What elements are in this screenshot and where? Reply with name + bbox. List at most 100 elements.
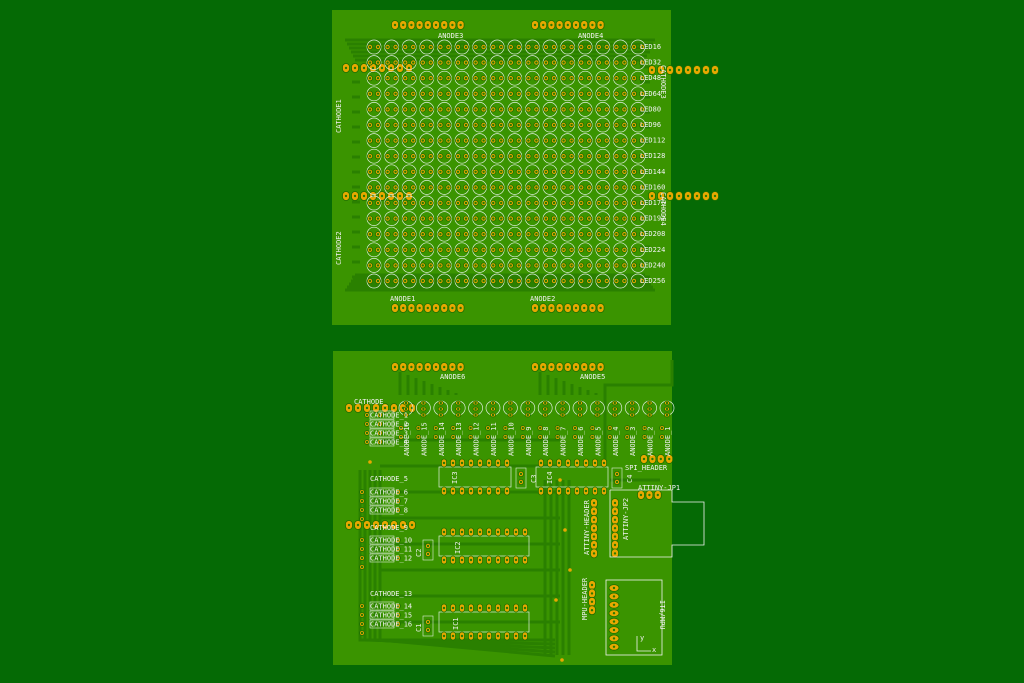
drill-hole [456,217,460,220]
drill-hole [469,435,472,439]
drill-hole [552,77,556,80]
drill-hole [429,217,432,220]
drill-hole [429,108,432,111]
drill-hole [615,248,618,251]
drill-hole [605,264,608,267]
drill-hole [580,201,583,205]
drill-hole [570,248,573,251]
drill-hole [464,233,468,236]
drill-hole [394,201,397,205]
drill-hole [386,264,389,267]
drill-hole [500,279,503,283]
drill-hole [632,108,636,111]
drill-hole [588,170,591,173]
drill-hole [386,170,389,173]
drill-hole [570,233,573,236]
drill-hole [544,155,548,158]
drill-hole [552,155,556,158]
drill-hole [360,631,364,635]
drill-hole [504,426,507,430]
drill-hole [482,123,485,127]
drill-hole [668,194,672,198]
drill-hole [566,23,569,27]
drill-hole [394,92,397,96]
anode-driver-label: ANODE_2 [647,426,655,456]
led-row-label: LED144 [640,168,665,176]
anode-driver-label: ANODE_10 [507,422,515,456]
drill-hole [447,108,450,111]
drill-hole [426,552,430,556]
drill-hole [597,45,600,49]
drill-hole [590,600,594,603]
drill-hole [578,413,582,417]
drill-hole [492,108,495,111]
drill-hole [439,92,442,96]
drill-hole [626,426,629,430]
drill-hole [527,77,530,80]
drill-hole [659,68,663,72]
drill-hole [602,461,606,465]
drill-hole [615,170,618,173]
drill-hole [588,186,591,189]
drill-hole [429,139,432,142]
resistor-outline [369,419,395,429]
drill-hole [368,264,372,267]
drill-hole [487,530,491,534]
drill-hole [544,123,548,127]
drill-hole [592,527,596,530]
cathode-resistor-label: CATHODE_1 [370,412,408,420]
drill-hole [422,407,425,411]
drill-hole [592,543,596,547]
drill-hole [421,77,424,80]
drill-hole [412,92,415,96]
drill-hole [590,583,594,587]
drill-hole [412,123,415,127]
drill-hole [386,279,389,283]
drill-hole [580,264,583,267]
drill-hole [599,365,602,369]
drill-hole [376,201,380,205]
drill-hole [570,45,573,49]
drill-hole [615,472,619,476]
drill-hole [552,45,556,49]
drill-hole [570,217,573,220]
drill-hole [396,622,400,626]
drill-hole [451,606,455,610]
attiny-module-outline [609,489,705,558]
drill-hole [492,201,495,205]
drill-hole [517,201,520,205]
drill-hole [677,194,681,198]
drill-hole [464,77,468,80]
anode-driver-label: ANODE_7 [560,426,568,456]
drill-hole [439,264,442,267]
drill-hole [527,108,530,111]
drill-hole [396,499,400,503]
drill-hole [632,279,636,283]
drill-hole [562,139,565,142]
drill-hole [452,435,455,439]
drill-hole [474,92,477,96]
drill-hole [362,194,366,198]
drill-hole [500,139,503,142]
ic2-label: IC2 [454,541,462,554]
drill-hole [591,435,594,439]
drill-hole [404,92,407,96]
drill-hole [474,248,477,251]
drill-hole [612,612,616,615]
drill-hole [487,489,491,493]
drill-hole [605,170,608,173]
cathode-resistor-label: CATHODE_7 [370,498,408,506]
led-row-label: LED160 [640,183,665,191]
drill-hole [597,155,600,158]
drill-hole [456,170,460,173]
drill-hole [464,45,468,49]
drill-hole [632,139,636,142]
drill-hole [605,108,608,111]
drill-hole [535,248,538,251]
drill-hole [492,186,495,189]
drill-hole [386,45,389,49]
drill-hole [660,426,664,430]
drill-hole [592,510,596,513]
drill-hole [412,61,415,64]
drill-hole [404,77,407,80]
